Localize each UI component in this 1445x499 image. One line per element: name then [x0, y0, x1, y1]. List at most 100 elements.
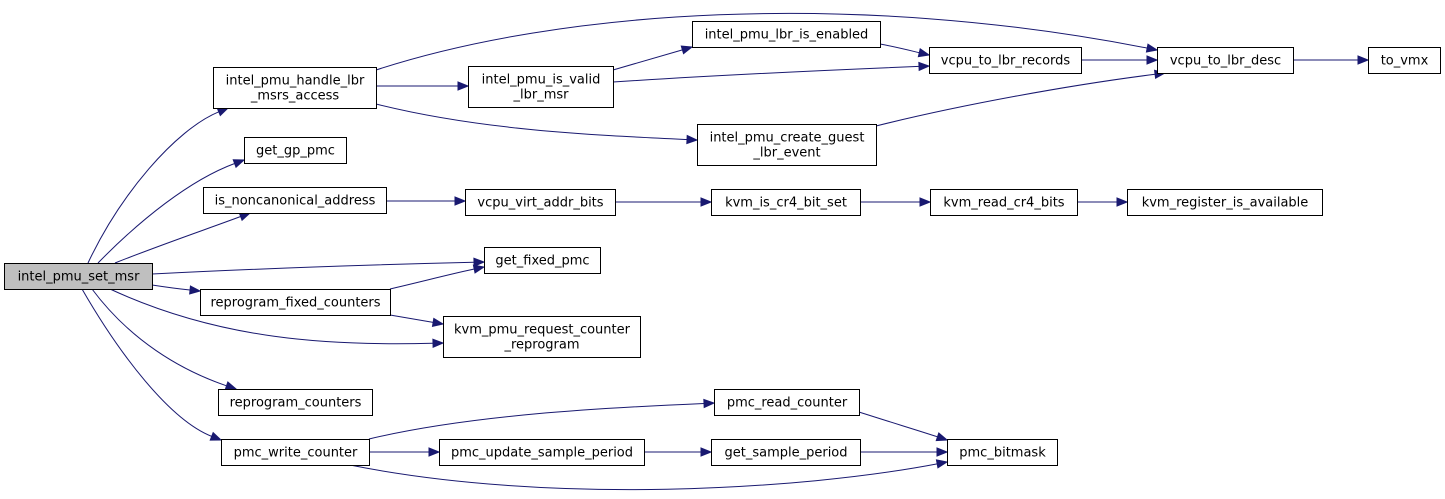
edge-line — [151, 261, 475, 275]
node-box — [929, 47, 1082, 74]
node-label: _msrs_access — [250, 89, 340, 104]
edge-line — [114, 216, 241, 264]
node-box — [439, 439, 645, 466]
node-box — [468, 66, 614, 108]
node-is-noncanonical-address[interactable]: is_noncanonical_address — [203, 187, 387, 214]
node-reprogram-counters[interactable]: reprogram_counters — [218, 389, 373, 416]
node-box — [714, 389, 860, 416]
node-pmc-update-sample-period[interactable]: pmc_update_sample_period — [439, 439, 645, 466]
edge-get-sample-period-to-pmc-bitmask — [860, 447, 949, 457]
edge-kvm-is-cr4-bit-set-to-kvm-read-cr4-bits — [859, 197, 932, 207]
node-box — [1157, 47, 1294, 74]
arrowhead-icon — [1146, 55, 1159, 65]
edge-intel-pmu-set-msr-to-kvm-pmu-request-counter-reprogram — [109, 288, 445, 349]
edge-line — [375, 103, 688, 141]
edge-reprogram-fixed-counters-to-get-fixed-pmc — [389, 264, 486, 290]
node-label: kvm_pmu_request_counter — [454, 323, 631, 338]
edge-is-noncanonical-address-to-vcpu-virt-addr-bits — [386, 196, 467, 206]
arrowhead-icon — [216, 107, 230, 117]
node-label: reprogram_counters — [230, 396, 362, 411]
node-intel-pmu-set-msr[interactable]: intel_pmu_set_msr — [4, 263, 153, 290]
arrowhead-icon — [209, 431, 223, 441]
edge-line — [375, 12, 1148, 71]
node-reprogram-fixed-counters[interactable]: reprogram_fixed_counters — [200, 289, 391, 316]
node-label: vcpu_to_lbr_records — [941, 54, 1071, 69]
arrowhead-icon — [700, 197, 713, 207]
node-intel-pmu-handle-lbr-msrs-access[interactable]: intel_pmu_handle_lbr_msrs_access — [213, 67, 377, 109]
edge-intel-pmu-is-valid-lbr-msr-to-intel-pmu-lbr-is-enabled — [612, 45, 694, 71]
arrowhead-icon — [1145, 43, 1159, 53]
edge-line — [875, 73, 1156, 127]
node-kvm-read-cr4-bits[interactable]: kvm_read_cr4_bits — [930, 189, 1078, 216]
nodes-layer: intel_pmu_set_msr intel_pmu_handle_lbr_ms… — [4, 21, 1441, 466]
edge-intel-pmu-set-msr-to-reprogram-fixed-counters — [151, 284, 202, 295]
node-label: to_vmx — [1381, 54, 1429, 69]
node-get-fixed-pmc[interactable]: get_fixed_pmc — [484, 247, 601, 274]
node-get-sample-period[interactable]: get_sample_period — [711, 439, 861, 466]
edge-line — [389, 268, 475, 290]
node-box — [947, 439, 1058, 466]
arrowhead-icon — [680, 45, 694, 55]
node-label: get_sample_period — [724, 446, 847, 461]
node-label: intel_pmu_create_guest — [710, 131, 865, 146]
node-box — [484, 247, 601, 274]
edge-intel-pmu-set-msr-to-get-gp-pmc — [97, 159, 246, 264]
arrowhead-icon — [224, 381, 238, 391]
arrowhead-icon — [917, 47, 931, 58]
edge-pmc-write-counter-to-pmc-bitmask — [349, 459, 949, 491]
arrowhead-icon — [1116, 197, 1129, 207]
node-to-vmx[interactable]: to_vmx — [1368, 47, 1441, 74]
arrowhead-icon — [473, 257, 486, 267]
arrowhead-icon — [919, 197, 932, 207]
node-box — [711, 439, 861, 466]
node-vcpu-virt-addr-bits[interactable]: vcpu_virt_addr_bits — [465, 189, 616, 216]
edge-intel-pmu-set-msr-to-is-noncanonical-address — [114, 212, 252, 264]
node-pmc-write-counter[interactable]: pmc_write_counter — [221, 439, 370, 466]
node-intel-pmu-lbr-is-enabled[interactable]: intel_pmu_lbr_is_enabled — [692, 21, 881, 48]
node-label: reprogram_fixed_counters — [210, 296, 380, 311]
node-box — [930, 189, 1078, 216]
node-label: _reprogram — [503, 338, 579, 353]
edge-vcpu-to-lbr-desc-to-to-vmx — [1293, 55, 1370, 65]
node-vcpu-to-lbr-desc[interactable]: vcpu_to_lbr_desc — [1157, 47, 1294, 74]
edge-reprogram-fixed-counters-to-kvm-pmu-request-counter-reprogram — [389, 314, 445, 327]
node-label: _lbr_msr — [513, 88, 570, 103]
node-get-gp-pmc[interactable]: get_gp_pmc — [244, 137, 347, 164]
edge-intel-pmu-create-guest-lbr-event-to-vcpu-to-lbr-desc — [875, 69, 1167, 127]
edges-layer — [81, 12, 1370, 491]
edge-vcpu-to-lbr-records-to-vcpu-to-lbr-desc — [1081, 55, 1159, 65]
node-intel-pmu-is-valid-lbr-msr[interactable]: intel_pmu_is_valid_lbr_msr — [468, 66, 614, 108]
arrowhead-icon — [189, 285, 202, 295]
edge-line — [349, 463, 938, 491]
edge-intel-pmu-is-valid-lbr-msr-to-vcpu-to-lbr-records — [612, 61, 931, 83]
node-box — [4, 263, 153, 290]
node-kvm-is-cr4-bit-set[interactable]: kvm_is_cr4_bit_set — [711, 189, 861, 216]
edge-intel-pmu-handle-lbr-msrs-access-to-intel-pmu-create-guest-lbr-event — [375, 103, 699, 145]
arrowhead-icon — [457, 81, 470, 91]
node-box — [711, 189, 861, 216]
edge-line — [879, 43, 920, 54]
node-kvm-register-is-available[interactable]: kvm_register_is_available — [1127, 189, 1323, 216]
node-label: _lbr_event — [752, 146, 820, 161]
edge-line — [612, 49, 683, 71]
edge-line — [389, 314, 434, 323]
edge-pmc-read-counter-to-pmc-bitmask — [858, 411, 949, 442]
node-label: get_gp_pmc — [256, 144, 335, 159]
edge-line — [109, 288, 434, 345]
arrowhead-icon — [935, 432, 949, 442]
node-box — [200, 289, 391, 316]
node-pmc-read-counter[interactable]: pmc_read_counter — [714, 389, 860, 416]
node-pmc-bitmask[interactable]: pmc_bitmask — [947, 439, 1058, 466]
node-box — [1127, 189, 1323, 216]
edge-line — [97, 163, 235, 264]
node-vcpu-to-lbr-records[interactable]: vcpu_to_lbr_records — [929, 47, 1082, 74]
node-intel-pmu-create-guest-lbr-event[interactable]: intel_pmu_create_guest_lbr_event — [697, 124, 877, 166]
node-box — [218, 389, 373, 416]
node-kvm-pmu-request-counter-reprogram[interactable]: kvm_pmu_request_counter_reprogram — [443, 316, 641, 358]
edge-pmc-write-counter-to-pmc-read-counter — [368, 398, 716, 440]
edge-intel-pmu-set-msr-to-get-fixed-pmc — [151, 257, 486, 275]
edge-line — [151, 284, 191, 291]
edge-intel-pmu-handle-lbr-msrs-access-to-intel-pmu-is-valid-lbr-msr — [375, 81, 470, 91]
edge-pmc-update-sample-period-to-get-sample-period — [644, 447, 713, 457]
node-label: is_noncanonical_address — [215, 194, 376, 209]
